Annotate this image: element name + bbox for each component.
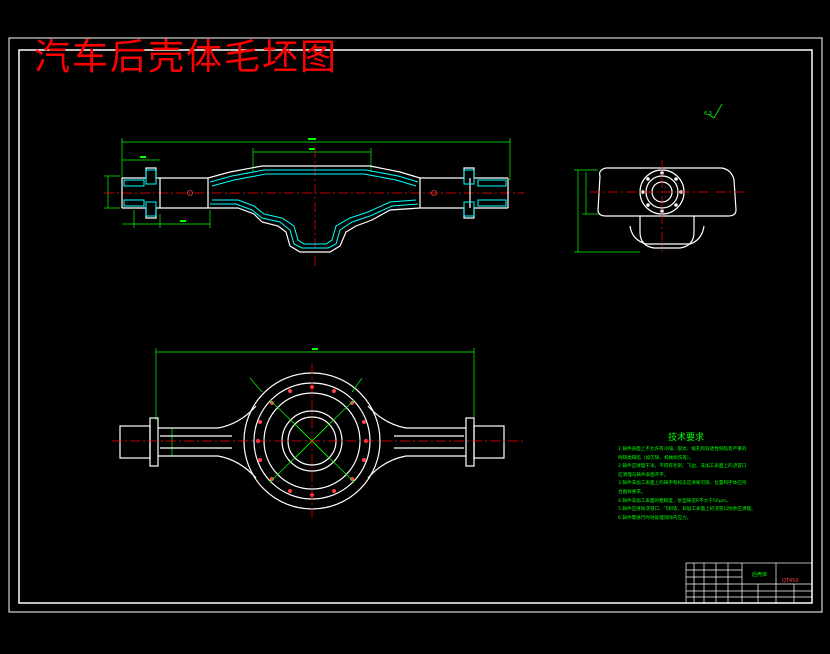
requirement-item: 5.铸件应清除浇冒口、飞刺等，非加工表面上的浇冒口残余应清理。 — [618, 507, 756, 513]
requirement-item: 6.铸件需进行时效处理消除内应力。 — [618, 515, 692, 521]
plan-view — [112, 348, 526, 520]
requirement-item: 2.铸件应清理干净，不得有毛刺、飞边，非加工表面上的浇冒口 — [618, 464, 747, 470]
requirement-item: 4.铸件非加工表面的粗糙度，砂型铸造R不大于50μm。 — [618, 498, 731, 504]
title-block — [685, 562, 813, 604]
requirement-item: 1.铸件表面上不允许有冷隔、裂纹、缩孔和穿透性缺陷及严重的 — [618, 447, 747, 452]
requirement-item: 合图样要求。 — [618, 489, 646, 495]
title-block-material: QT450 — [782, 578, 799, 584]
requirement-item: 残缺类缺陷（如欠铸、机械损伤等）。 — [618, 455, 694, 461]
title-block-part-name: 后壳体 — [752, 571, 767, 578]
requirement-item: 3.铸件非加工表面上的铸字和标志应清晰可辨，位置和字体应符 — [618, 481, 747, 487]
technical-requirements-heading: 技术要求 — [668, 433, 705, 443]
roughness-value: 6.3 — [704, 111, 712, 117]
side-view: 6.3 — [574, 103, 744, 253]
inner-border — [18, 49, 813, 604]
requirement-item: 应清理与铸件表面齐平。 — [618, 472, 669, 478]
technical-requirements-list: 1.铸件表面上不允许有冷隔、裂纹、缩孔和穿透性缺陷及严重的 残缺类缺陷（如欠铸、… — [618, 446, 788, 523]
drawing-title: 汽车后壳体毛坯图 — [34, 37, 339, 78]
outer-border — [8, 37, 823, 613]
front-section-view — [104, 138, 524, 266]
roughness-symbol — [707, 103, 723, 119]
